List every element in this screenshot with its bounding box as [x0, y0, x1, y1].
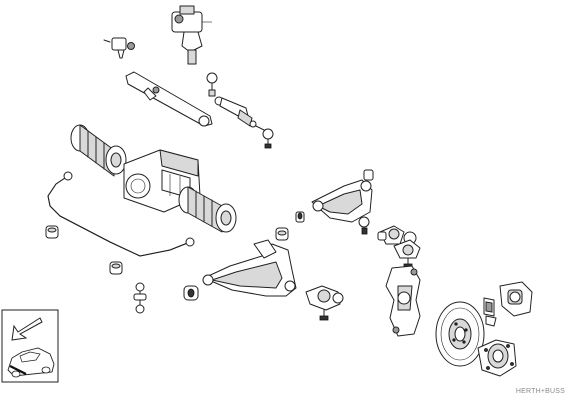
lower-arm-bushing[interactable]: [183, 285, 199, 301]
lower-ball-joint-right[interactable]: [377, 231, 421, 269]
brake-disc[interactable]: [435, 301, 485, 367]
wheel-hub[interactable]: [477, 339, 517, 377]
steering-gear-box[interactable]: [171, 5, 212, 65]
upper-arm-bushing[interactable]: [363, 169, 374, 181]
front-arrow-icon: [11, 317, 43, 341]
tie-rod-assembly[interactable]: [214, 96, 257, 128]
steering-knuckle[interactable]: [385, 265, 421, 337]
brand-watermark: HERTH+BUSS: [516, 388, 565, 395]
brake-pads[interactable]: [483, 297, 497, 327]
stabilizer-bar[interactable]: [47, 171, 195, 257]
brake-caliper[interactable]: [499, 281, 533, 317]
car-outline-icon: [7, 347, 55, 378]
vehicle-locator-inset: [1, 309, 59, 383]
brand-label: HERTH+BUSS: [515, 388, 565, 395]
drive-shaft-boot-right[interactable]: [178, 186, 237, 233]
tie-rod-end-outer[interactable]: [255, 125, 274, 149]
lower-ball-joint[interactable]: [305, 285, 344, 321]
stabilizer-link[interactable]: [133, 282, 147, 314]
stabilizer-bushing-right[interactable]: [109, 261, 123, 275]
upper-control-arm[interactable]: [311, 179, 373, 235]
control-arm-bushing-1[interactable]: [295, 211, 305, 223]
lower-control-arm[interactable]: [202, 239, 297, 297]
center-link[interactable]: [125, 71, 213, 127]
stabilizer-bushing-left[interactable]: [45, 225, 59, 239]
drive-shaft-boot-left[interactable]: [70, 124, 127, 177]
control-arm-bushing-2[interactable]: [275, 227, 289, 241]
tie-rod-end-small[interactable]: [206, 72, 218, 97]
idler-arm-bracket[interactable]: [103, 37, 135, 59]
